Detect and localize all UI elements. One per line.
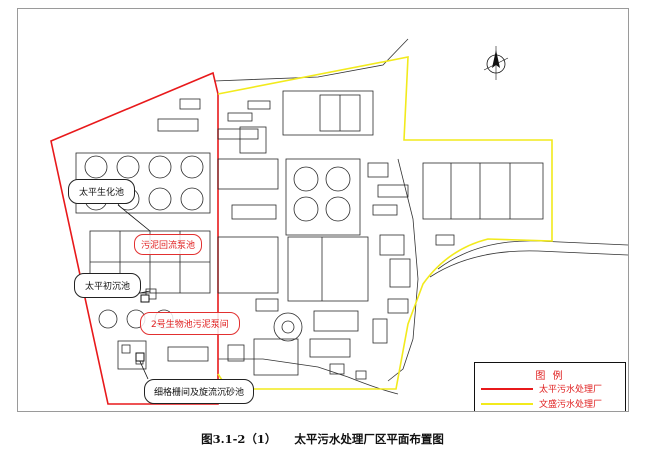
legend-label: 太平污水处理厂: [539, 385, 603, 395]
legend-label: 文盛污水处理厂: [539, 400, 603, 410]
callout-taiping-biohua: 太平生化池: [68, 179, 136, 204]
site-roads: [213, 38, 628, 395]
callout-grit-chamber: 细格栅间及旋流沉砂池: [144, 379, 255, 404]
legend-item-taiping: 太平污水处理厂: [481, 382, 621, 395]
legend: 图 例 太平污水处理厂 文盛污水处理厂: [474, 362, 626, 411]
taiping-rect-tanks: [89, 98, 211, 370]
figure-number: 图3.1-2（1）: [201, 432, 277, 446]
site-plan-frame: 太平生化池 污泥回流泵池 太平初沉池 2号生物池污泥泵间 细格栅间及旋流沉砂池 …: [17, 8, 629, 412]
callout-markers: [135, 294, 150, 362]
figure-title: 太平污水处理厂区平面布置图: [294, 432, 444, 446]
callout-bio-sludge-pump: 2号生物池污泥泵间: [140, 312, 240, 335]
legend-title: 图 例: [535, 371, 565, 382]
legend-item-wensheng: 文盛污水处理厂: [481, 397, 621, 410]
central-buildings: [217, 90, 411, 380]
figure-caption: 图3.1-2（1） 太平污水处理厂区平面布置图: [0, 431, 645, 447]
wensheng-plant-boundary: [217, 56, 553, 390]
wensheng-buildings: [422, 162, 544, 246]
callout-taiping-chuchen: 太平初沉池: [74, 273, 142, 298]
north-arrow-icon: [483, 46, 509, 80]
legend-swatch-red: [481, 388, 533, 390]
site-plan-drawing: [50, 38, 628, 405]
legend-swatch-yellow: [481, 403, 533, 405]
callout-sludge-return: 污泥回流泵池: [134, 234, 203, 255]
